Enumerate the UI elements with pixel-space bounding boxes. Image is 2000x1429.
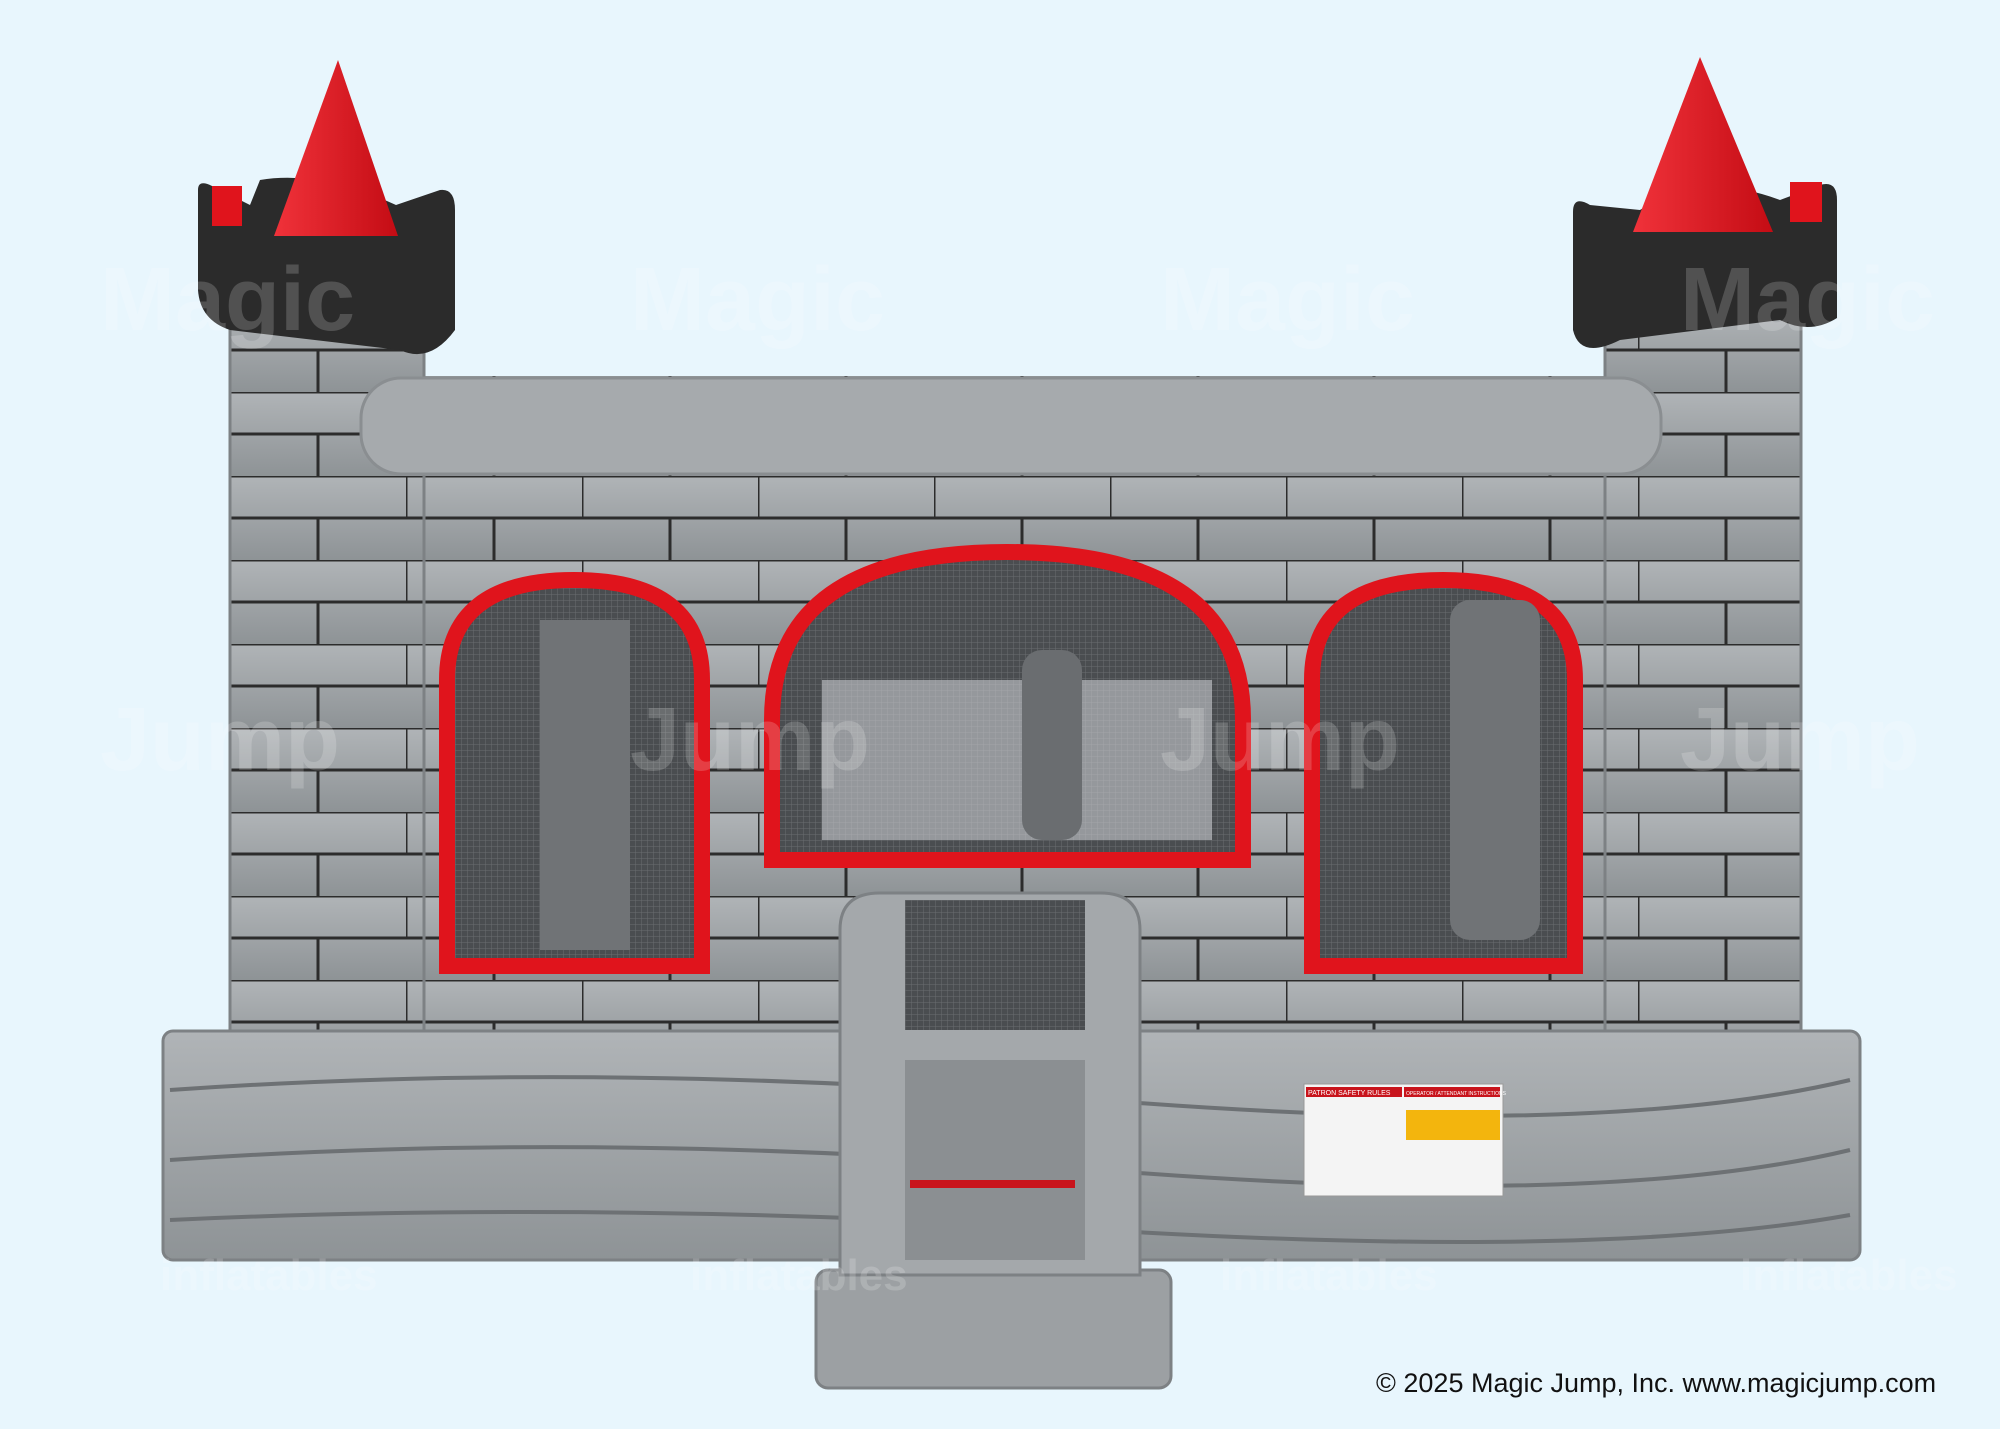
svg-text:Jump: Jump bbox=[1680, 690, 1920, 790]
left-tower bbox=[198, 60, 455, 1042]
top-roll bbox=[359, 376, 1663, 476]
svg-text:inflatables: inflatables bbox=[160, 1251, 378, 1300]
svg-text:Jump: Jump bbox=[630, 690, 870, 790]
svg-text:Magic: Magic bbox=[1680, 250, 1935, 350]
svg-text:OPERATOR / ATTENDANT INSTRUCTI: OPERATOR / ATTENDANT INSTRUCTIONS bbox=[1406, 1091, 1507, 1097]
svg-text:Jump: Jump bbox=[1160, 690, 1400, 790]
svg-text:PATRON SAFETY RULES: PATRON SAFETY RULES bbox=[1308, 1090, 1391, 1097]
safety-label: PATRON SAFETY RULES OPERATOR / ATTENDANT… bbox=[1303, 1083, 1507, 1197]
svg-text:inflatables: inflatables bbox=[690, 1251, 908, 1300]
svg-text:inflatables: inflatables bbox=[1740, 1251, 1958, 1300]
svg-text:Jump: Jump bbox=[100, 690, 340, 790]
svg-text:Magic: Magic bbox=[630, 250, 885, 350]
svg-text:Magic: Magic bbox=[100, 250, 355, 350]
entry-ramp bbox=[814, 891, 1173, 1390]
svg-text:Magic: Magic bbox=[1160, 250, 1415, 350]
copyright-text: © 2025 Magic Jump, Inc. www.magicjump.co… bbox=[1376, 1368, 1937, 1398]
right-tower bbox=[1573, 57, 1837, 1042]
svg-text:inflatables: inflatables bbox=[1220, 1251, 1438, 1300]
watermark: Magic Magic Magic Magic Jump Jump Jump J… bbox=[100, 250, 1958, 1300]
